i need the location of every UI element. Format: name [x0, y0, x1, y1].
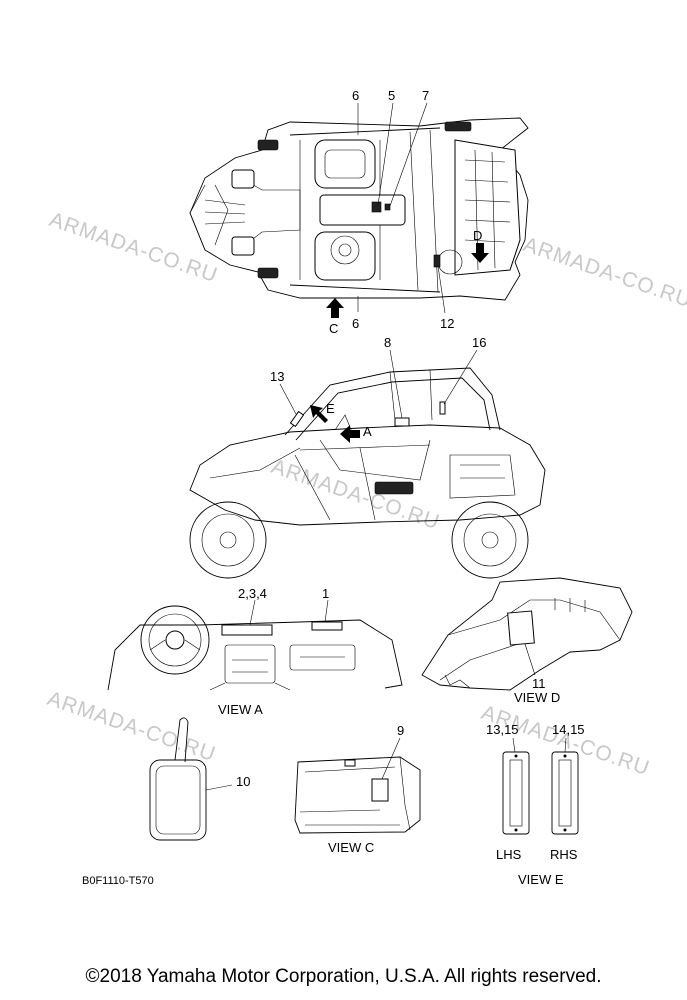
- callout-13-15: 13,15: [486, 722, 519, 737]
- leader-10: [205, 784, 233, 791]
- lhs-text: LHS: [496, 847, 522, 862]
- watermark-2: ARMADA-CO.RU: [520, 233, 687, 312]
- callout-1: 1: [322, 586, 329, 601]
- callout-8: 8: [384, 335, 391, 350]
- label-8-marker: [394, 417, 410, 427]
- arrow-d: [471, 243, 489, 263]
- vehicle-side-view: [189, 367, 546, 579]
- arrow-a: [340, 425, 360, 443]
- watermark-4: ARMADA-CO.RU: [44, 687, 218, 766]
- callout-6-bottom: 6: [352, 316, 359, 331]
- headlight-right: [231, 236, 255, 256]
- callout-16: 16: [472, 335, 486, 350]
- arrow-e: [310, 405, 328, 423]
- leaders-top: [357, 102, 446, 314]
- view-e-label: VIEW E: [518, 872, 564, 887]
- arrow-c: [326, 298, 344, 318]
- callout-a: A: [363, 424, 372, 439]
- leader-2-3-4: [249, 599, 256, 626]
- copyright-notice: ©2018 Yamaha Motor Corporation, U.S.A. A…: [85, 966, 602, 987]
- label-13-marker: [289, 410, 305, 428]
- label-12-marker: [433, 254, 441, 268]
- callout-2-3-4: 2,3,4: [238, 586, 267, 601]
- lhs-label: [502, 751, 530, 835]
- callout-d: D: [473, 228, 482, 243]
- label-2-3-4-marker: [221, 624, 273, 636]
- label-5-marker: [371, 201, 382, 213]
- callout-c: C: [329, 321, 338, 336]
- label-16-marker: [439, 401, 446, 415]
- view-c-panel: [294, 756, 421, 834]
- part-code: B0F1110-T570: [82, 875, 154, 887]
- leader-1: [324, 599, 329, 623]
- callout-10: 10: [236, 774, 250, 789]
- rhs-label: [551, 751, 579, 835]
- leader-9: [381, 737, 401, 780]
- callout-14-15: 14,15: [552, 722, 585, 737]
- yamaha-logo: [374, 481, 414, 495]
- view-a-label: VIEW A: [218, 702, 263, 717]
- leaders-side: [279, 349, 478, 419]
- leader-11: [524, 643, 536, 676]
- rhs-text: RHS: [550, 847, 578, 862]
- label-1-marker: [311, 621, 343, 631]
- view-a-dashboard: [107, 605, 403, 691]
- label-7-marker: [384, 203, 391, 211]
- callout-13: 13: [270, 369, 284, 384]
- watermarks: ARMADA-CO.RU ARMADA-CO.RU ARMADA-CO.RU A…: [44, 208, 687, 780]
- label-9-marker: [371, 778, 389, 802]
- view-e-labels: [502, 751, 579, 835]
- watermark-1: ARMADA-CO.RU: [46, 208, 220, 287]
- vehicle-top-view: [189, 117, 529, 301]
- tag-10: [149, 717, 207, 841]
- callout-11: 11: [532, 676, 546, 691]
- watermark-3: ARMADA-CO.RU: [268, 455, 442, 534]
- callout-7: 7: [422, 88, 429, 103]
- seat-left: [314, 139, 376, 189]
- callout-6-top: 6: [352, 88, 359, 103]
- callout-12: 12: [440, 316, 454, 331]
- callout-9: 9: [397, 723, 404, 738]
- headlight-left: [231, 169, 255, 189]
- view-d-fender: [421, 577, 633, 691]
- leader-14-15: [564, 737, 567, 753]
- view-c-label: VIEW C: [328, 840, 374, 855]
- leader-13-15: [512, 737, 516, 753]
- view-d-label: VIEW D: [514, 690, 560, 705]
- callout-5: 5: [388, 88, 395, 103]
- label-11-marker: [507, 610, 535, 646]
- callout-e: E: [326, 401, 335, 416]
